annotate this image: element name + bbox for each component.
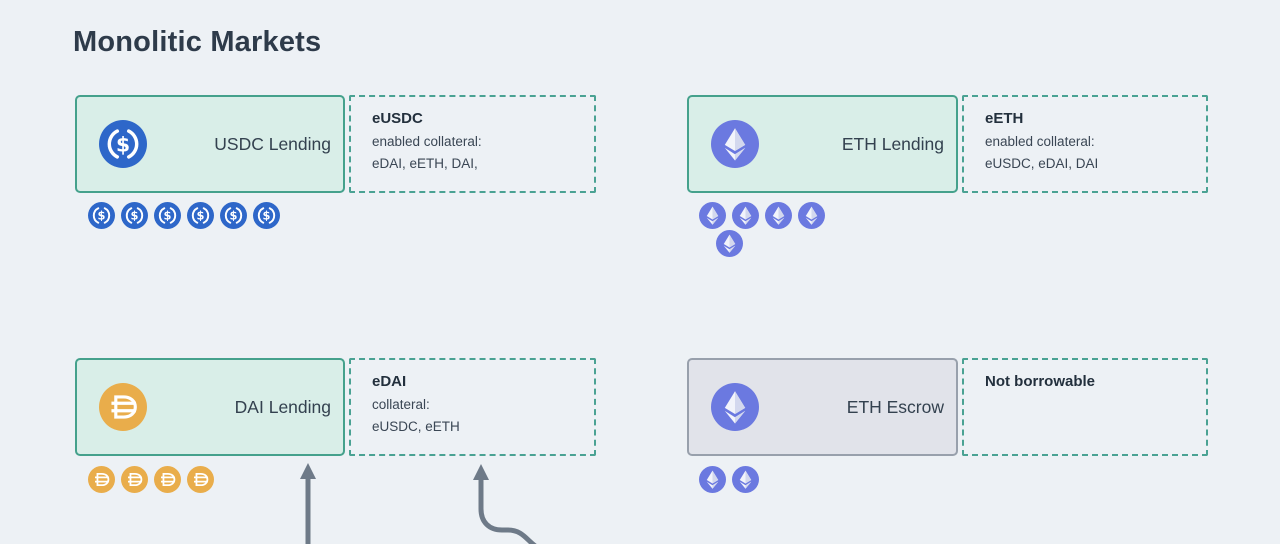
usdc-coin-icon xyxy=(253,202,280,229)
edai-note-box: eDAI collateral: eUSDC, eETH xyxy=(349,358,596,456)
not-borrowable-title: Not borrowable xyxy=(985,373,1096,390)
eth-escrow-coins xyxy=(699,466,759,493)
usdc-coin-icon xyxy=(187,202,214,229)
eth-escrow-box: ETH Escrow xyxy=(687,358,958,456)
arrow-to-edai-note xyxy=(478,476,537,544)
usdc-coin-icon xyxy=(121,202,148,229)
usdc-coins xyxy=(88,202,280,229)
eth-coin-icon xyxy=(699,466,726,493)
eth-icon xyxy=(711,383,759,431)
eeth-note-box: eETH enabled collateral: eUSDC, eDAI, DA… xyxy=(962,95,1208,193)
eth-coin-icon xyxy=(732,202,759,229)
eusdc-note-line: enabled collateral: xyxy=(372,134,482,149)
page-title: Monolitic Markets xyxy=(73,26,322,58)
eth-lending-label: ETH Lending xyxy=(841,133,944,154)
eth-coin-icon xyxy=(716,230,743,257)
dai-coin-icon xyxy=(121,466,148,493)
edai-note-line: eUSDC, eETH xyxy=(372,419,460,434)
eth-icon xyxy=(711,120,759,168)
dai-lending-label: DAI Lending xyxy=(234,396,331,417)
eusdc-note-line: eDAI, eETH, DAI, xyxy=(372,156,478,171)
eth-coin-icon xyxy=(732,466,759,493)
eth-lending-box: ETH Lending xyxy=(687,95,958,193)
usdc-coin-icon xyxy=(220,202,247,229)
eusdc-note-title: eUSDC xyxy=(372,110,423,127)
eeth-note-title: eETH xyxy=(985,110,1024,127)
usdc-coin-icon xyxy=(154,202,181,229)
eth-coin-icon xyxy=(699,202,726,229)
usdc-lending-box: USDC Lending xyxy=(75,95,345,193)
dai-icon xyxy=(99,383,147,431)
arrowhead-icon xyxy=(473,464,489,480)
dai-coin-icon xyxy=(187,466,214,493)
eth-coin-icon xyxy=(765,202,792,229)
usdc-lending-label: USDC Lending xyxy=(214,133,331,154)
edai-note-line: collateral: xyxy=(372,397,430,412)
dai-lending-box: DAI Lending xyxy=(75,358,345,456)
eth-coin-icon xyxy=(798,202,825,229)
dai-coin-icon xyxy=(154,466,181,493)
eusdc-note-box: eUSDC enabled collateral: eDAI, eETH, DA… xyxy=(349,95,596,193)
dai-coin-icon xyxy=(88,466,115,493)
usdc-icon xyxy=(99,120,147,168)
eeth-note-line: eUSDC, eDAI, DAI xyxy=(985,156,1099,171)
edai-note-title: eDAI xyxy=(372,373,407,390)
dai-coins xyxy=(88,466,214,493)
not-borrowable-note-box: Not borrowable xyxy=(962,358,1208,456)
eeth-note-line: enabled collateral: xyxy=(985,134,1095,149)
eth-coins xyxy=(699,202,825,257)
eth-escrow-label: ETH Escrow xyxy=(846,396,944,417)
arrowhead-icon xyxy=(300,463,316,479)
usdc-coin-icon xyxy=(88,202,115,229)
